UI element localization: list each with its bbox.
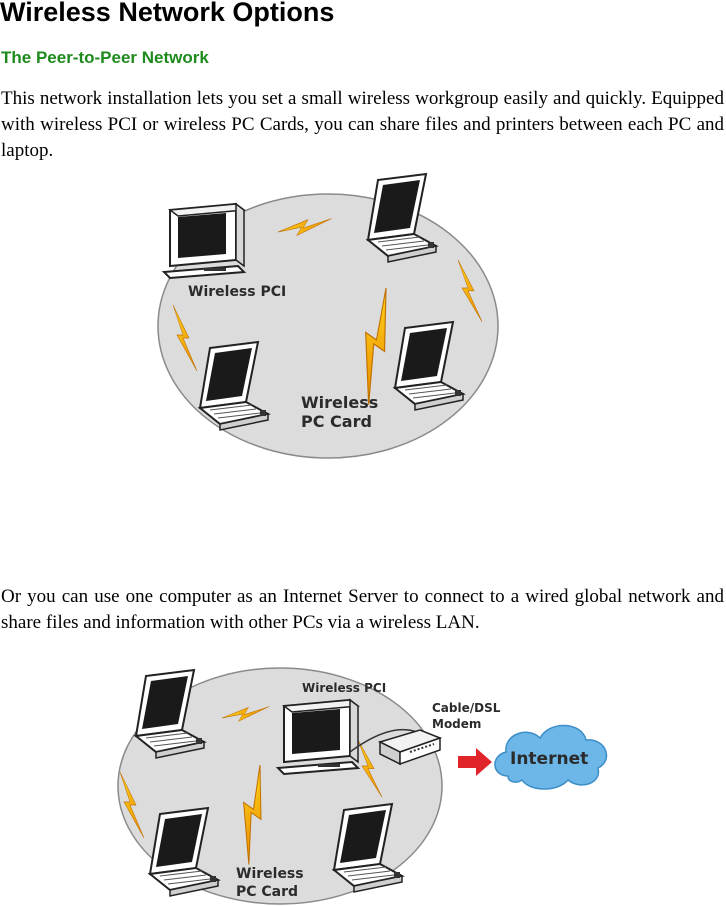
- paragraph-internet-server: Or you can use one computer as an Intern…: [1, 586, 724, 633]
- label-pc-card: PC Card: [301, 412, 372, 431]
- arrow-icon: [458, 748, 492, 776]
- paragraph-peer-to-peer: This network installation lets you set a…: [1, 88, 724, 161]
- internet-cloud-icon: [494, 724, 608, 790]
- label-internet: Internet: [510, 749, 588, 769]
- label-wireless: Wireless: [236, 866, 304, 882]
- modem-icon: [377, 729, 443, 766]
- section-heading: The Peer-to-Peer Network: [1, 48, 209, 67]
- label-wireless: Wireless: [301, 393, 378, 412]
- label-wireless-pci: Wireless PCI: [188, 284, 286, 300]
- label-modem: Modem: [432, 717, 481, 731]
- internet-server-diagram: Wireless PCI Cable/DSL Modem Internet Wi…: [117, 667, 608, 905]
- label-pc-card: PC Card: [236, 884, 298, 900]
- label-cable-dsl: Cable/DSL: [432, 701, 501, 715]
- label-wireless-pci: Wireless PCI: [302, 681, 386, 695]
- peer-to-peer-diagram: Wireless PCI Wireless PC Card: [157, 173, 499, 459]
- page-title: Wireless Network Options: [0, 0, 335, 27]
